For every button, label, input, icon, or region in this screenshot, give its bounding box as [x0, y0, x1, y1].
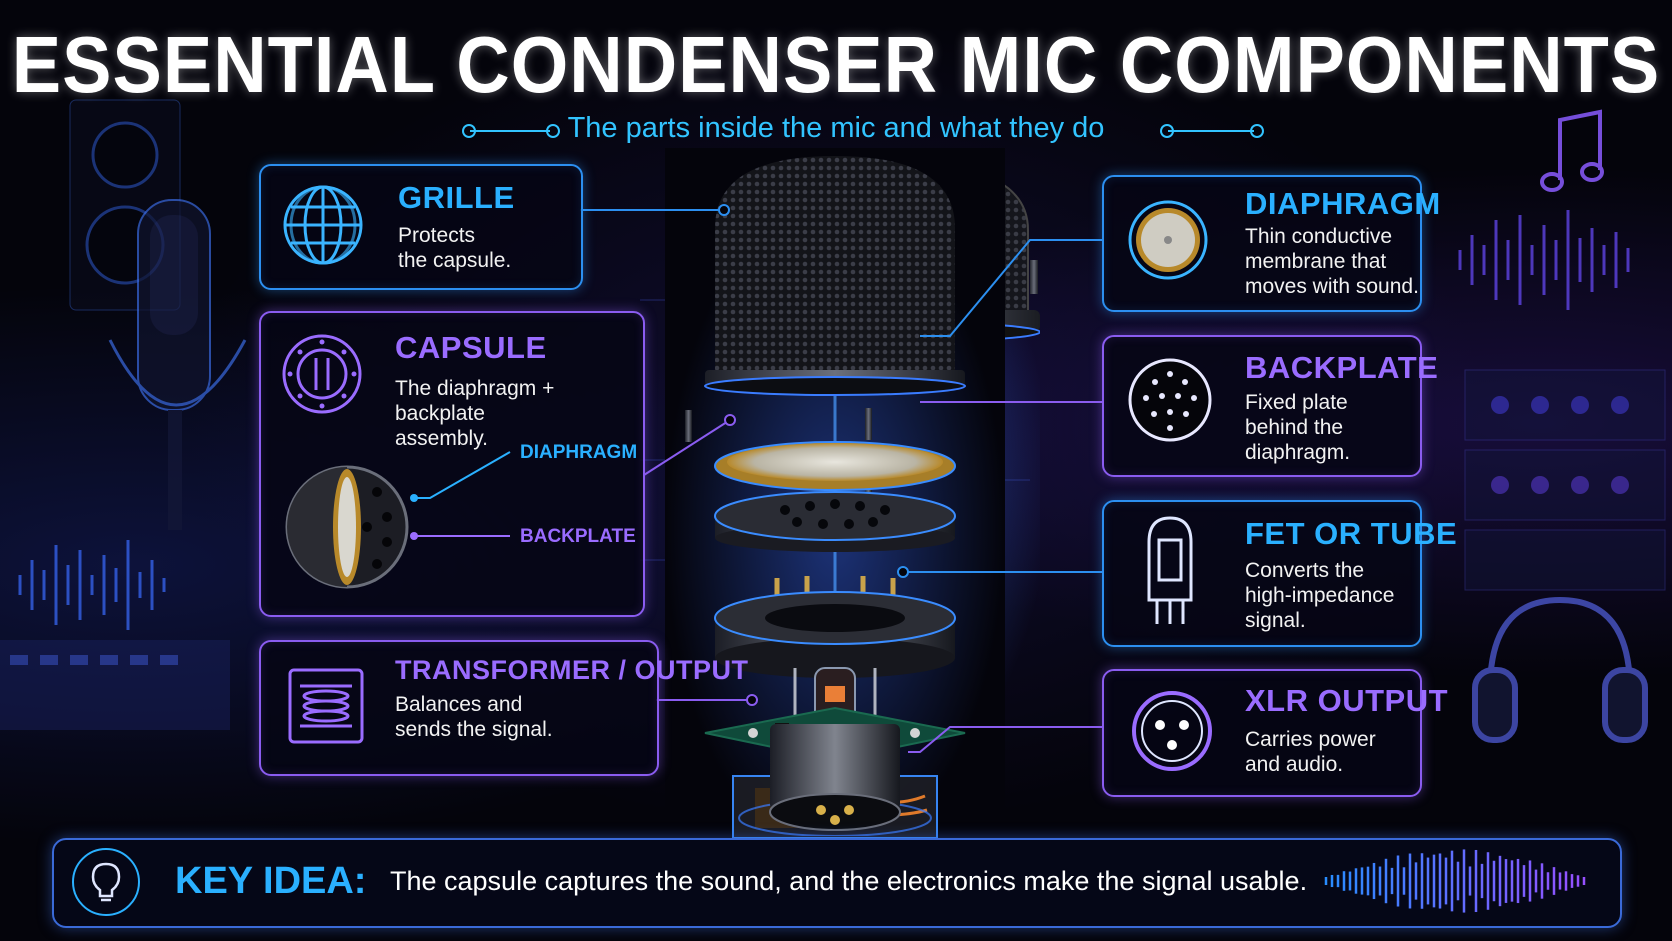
diaphragm-icon: [1128, 200, 1208, 280]
grille-desc: Protects the capsule.: [398, 224, 512, 272]
key-idea-label: KEY IDEA:: [175, 860, 367, 902]
transformer-title: TRANSFORMER / OUTPUT: [395, 655, 749, 685]
waveform-left: [18, 540, 166, 630]
lightbulb-icon: [72, 848, 140, 916]
diaphragm-desc: Thin conductive membrane that moves with…: [1245, 225, 1419, 298]
xlr-connector-icon: [1132, 691, 1212, 771]
subtitle-rule-right: [1168, 130, 1254, 132]
capsule-title: CAPSULE: [395, 330, 547, 365]
capsule-callout-lines: [410, 451, 511, 540]
capsule-desc: The diaphragm + backplate assembly.: [395, 377, 555, 450]
key-idea-box: [52, 838, 1622, 928]
card-xlr: [1102, 669, 1422, 797]
capsule-icon: [282, 334, 362, 414]
grille-title: GRILLE: [398, 180, 515, 215]
callout-backplate: BACKPLATE: [520, 526, 636, 547]
fet-tube-desc: Converts the high-impedance signal.: [1245, 559, 1395, 632]
subtitle-dot-left-inner: [546, 124, 560, 138]
mic-xlr-part: [738, 724, 932, 836]
waveform-right: [1458, 210, 1630, 310]
headphones-icon: [1472, 596, 1648, 743]
subtitle-rule-left: [470, 130, 550, 132]
studio-mic-icon: [108, 199, 247, 530]
fet-tube-title: FET OR TUBE: [1245, 516, 1458, 551]
music-note-icon: [1540, 109, 1604, 192]
mic-diaphragm-part: [714, 441, 956, 491]
transformer-icon: [288, 668, 364, 744]
backplate-title: BACKPLATE: [1245, 350, 1439, 385]
xlr-title: XLR OUTPUT: [1245, 683, 1449, 718]
rack-equipment: [1464, 369, 1666, 591]
mic-stack: [665, 148, 1005, 838]
card-grille: [259, 164, 583, 290]
key-idea-text: The capsule captures the sound, and the …: [390, 866, 1308, 896]
key-idea-waveform: [1324, 849, 1586, 913]
backplate-desc: Fixed plate behind the diaphragm.: [1245, 391, 1351, 464]
perforated-plate-icon: [1128, 358, 1212, 442]
card-transformer: [259, 640, 659, 776]
mic-grille: [715, 156, 955, 373]
mic-backplate-part: [714, 491, 956, 552]
transformer-desc: Balances and sends the signal.: [395, 693, 553, 741]
globe-grid-icon: [283, 185, 363, 265]
xlr-desc: Carries power and audio.: [1245, 728, 1376, 776]
subtitle-dot-right: [1250, 124, 1264, 138]
mic-base-ring: [714, 576, 956, 678]
subtitle-dot-right-inner: [1160, 124, 1174, 138]
page-subtitle: The parts inside the mic and what they d…: [567, 112, 1105, 144]
subtitle-dot-left: [462, 124, 476, 138]
diaphragm-title: DIAPHRAGM: [1245, 186, 1441, 221]
vacuum-tube-icon: [1147, 516, 1193, 624]
callout-diaphragm: DIAPHRAGM: [520, 442, 638, 463]
capsule-cutaway-icon: [285, 465, 409, 589]
mixer-left: [0, 640, 230, 730]
page-title: ESSENTIAL CONDENSER MIC COMPONENTS: [11, 19, 1661, 110]
